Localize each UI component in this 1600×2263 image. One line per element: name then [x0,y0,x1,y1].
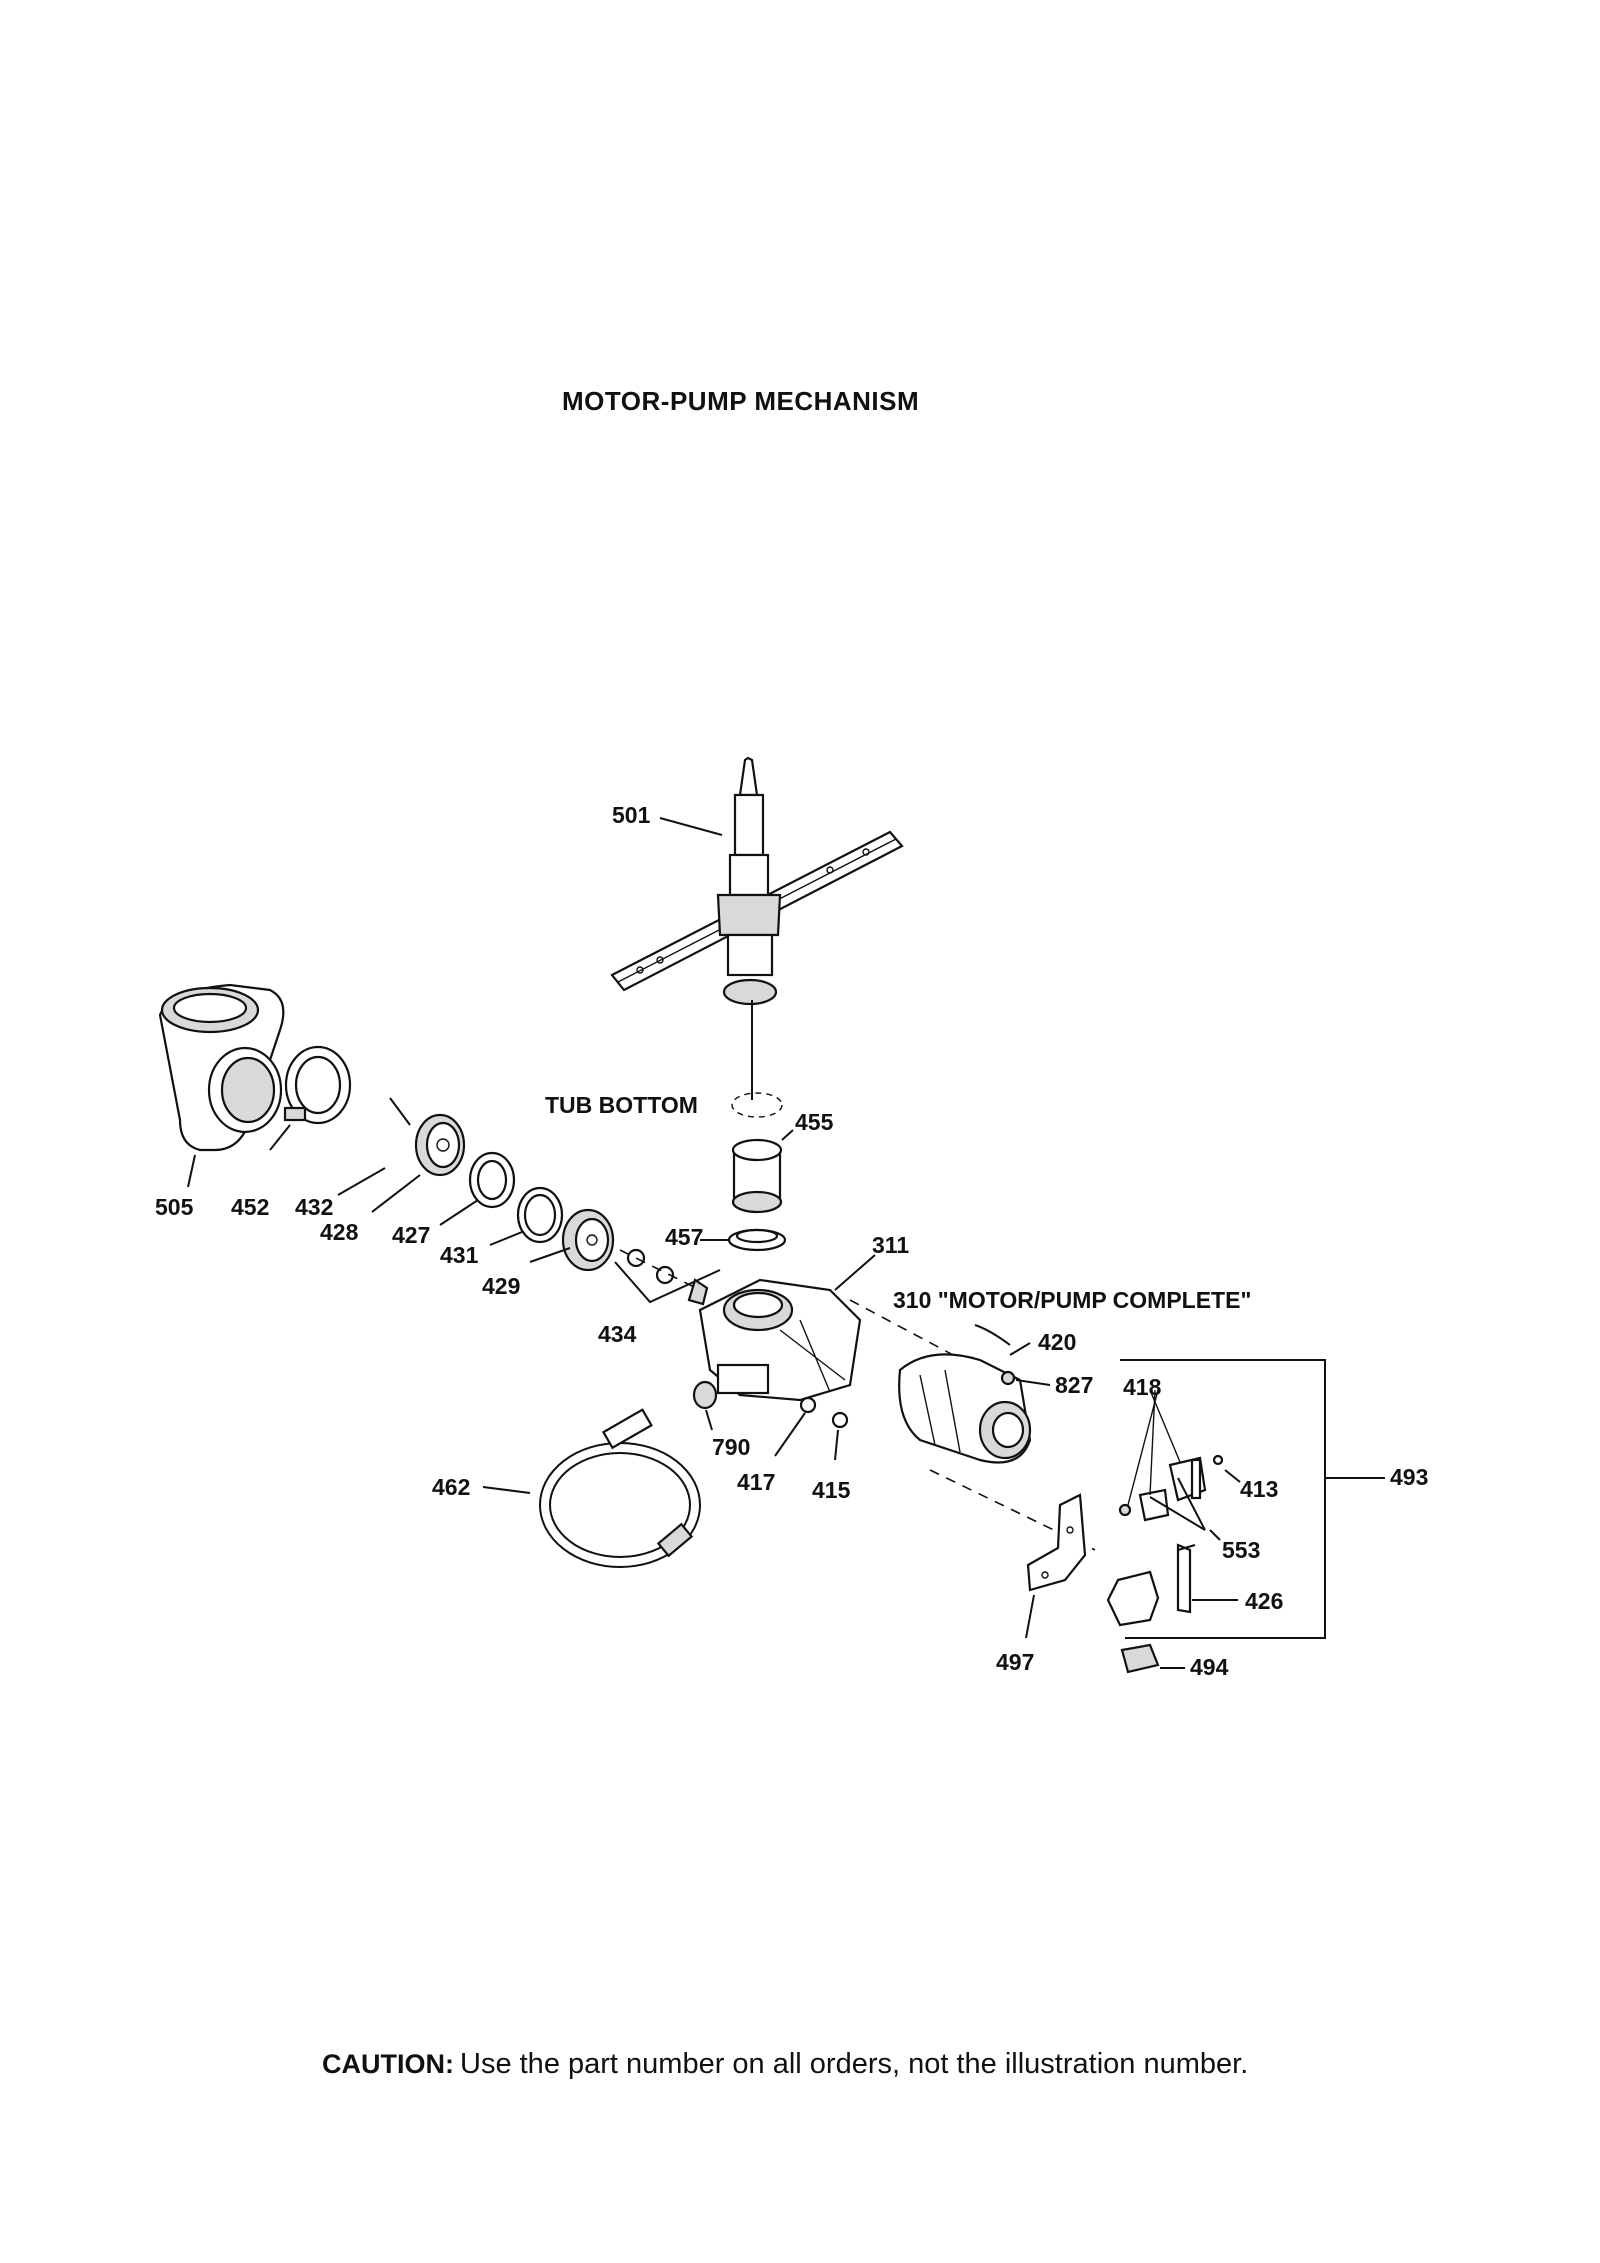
solenoid-cover-494 [1106,1570,1160,1674]
tub-bottom-label: TUB BOTTOM [545,1092,698,1118]
part-label-497: 497 [996,1649,1034,1675]
part-label-431: 431 [440,1242,479,1268]
leader-lines [187,817,1241,1669]
hose-462 [539,1408,701,1568]
clip-426 [1176,1543,1196,1614]
pump-inlet-455 [731,1092,783,1214]
diagram-title: MOTOR-PUMP MECHANISM [562,386,919,416]
part-label-505: 505 [155,1194,194,1220]
seal-kit-434 [614,1248,721,1306]
pump-housing-311 [698,1278,862,1402]
screw-827 [1000,1370,1016,1386]
part-label-311: 311 [872,1232,909,1258]
motor-pump-complete-label: 310 "MOTOR/PUMP COMPLETE" [893,1287,1251,1313]
part-label-553: 553 [1222,1537,1260,1563]
washer-417 [799,1396,817,1414]
part-label-427: 427 [392,1222,430,1248]
ring-431 [516,1186,564,1244]
part-label-452: 452 [231,1194,269,1220]
part-label-420: 420 [1038,1329,1076,1355]
wire-420 [974,1324,1011,1346]
part-label-827: 827 [1055,1372,1093,1398]
part-label-426: 426 [1245,1588,1283,1614]
impeller-429 [561,1208,615,1272]
caution-text: Use the part number on all orders, not t… [460,2048,1248,2080]
part-label-428: 428 [320,1219,359,1245]
part-label-429: 429 [482,1273,520,1299]
parts-group-493 [1120,1359,1385,1639]
part-label-432: 432 [295,1194,333,1220]
part-label-457: 457 [665,1224,703,1250]
filter-housing-505 [158,983,285,1152]
part-label-455: 455 [795,1109,834,1135]
impeller-428 [389,1097,466,1177]
part-label-501: 501 [612,802,651,828]
part-label-413: 413 [1240,1476,1278,1502]
part-label-417: 417 [737,1469,775,1495]
spring-413 [1190,1454,1224,1500]
part-label-434: 434 [598,1321,637,1347]
part-label-415: 415 [812,1477,851,1503]
wash-arm-501 [610,756,904,1100]
gasket-790 [692,1380,718,1410]
part-label-493: 493 [1390,1464,1428,1490]
part-label-462: 462 [432,1474,470,1500]
part-label-790: 790 [712,1434,750,1460]
caution-label: CAUTION: [322,2049,454,2079]
ring-427 [468,1151,516,1209]
clamp-457 [727,1228,787,1252]
lever-418 [1118,1389,1207,1522]
bracket-497 [1026,1493,1087,1592]
part-label-418: 418 [1123,1374,1162,1400]
part-label-494: 494 [1190,1654,1229,1680]
clamp-452 [283,1045,352,1125]
washer-415 [831,1411,849,1429]
